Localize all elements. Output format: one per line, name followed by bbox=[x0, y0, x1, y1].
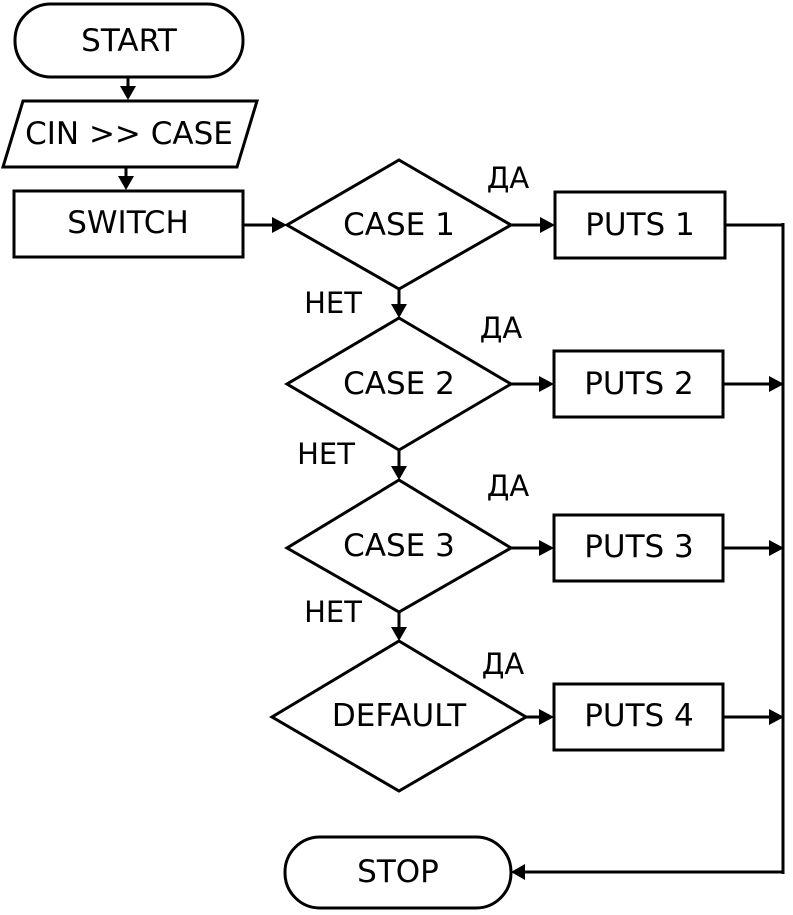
yes-label-case1: ДА bbox=[487, 161, 530, 195]
default-label: DEFAULT bbox=[332, 698, 467, 734]
start-label: START bbox=[81, 23, 178, 59]
arrowhead bbox=[539, 540, 554, 556]
node-switch: SWITCH bbox=[12, 189, 245, 259]
stop-label: STOP bbox=[357, 854, 439, 890]
process-shape bbox=[12, 189, 245, 259]
node-puts3: PUTS 3 bbox=[552, 513, 725, 583]
node-default: DEFAULT bbox=[269, 639, 529, 793]
node-puts1: PUTS 1 bbox=[553, 190, 727, 260]
node-case2: CASE 2 bbox=[284, 316, 514, 452]
arrowhead bbox=[769, 376, 784, 392]
no-label-case2: НЕТ bbox=[297, 437, 355, 471]
arrowhead bbox=[272, 217, 287, 233]
case1-label: CASE 1 bbox=[343, 207, 455, 243]
decision-shape bbox=[283, 158, 515, 291]
terminator-shape bbox=[283, 835, 513, 910]
decision-shape bbox=[269, 639, 529, 793]
arrowhead bbox=[539, 376, 554, 392]
yes-label-default: ДА bbox=[482, 647, 525, 681]
case2-label: CASE 2 bbox=[343, 366, 455, 402]
puts4-label: PUTS 4 bbox=[584, 698, 694, 734]
terminator-shape bbox=[13, 2, 245, 79]
node-stop: STOP bbox=[283, 835, 513, 910]
decision-shape bbox=[284, 478, 514, 614]
process-shape bbox=[553, 190, 727, 260]
arrowhead bbox=[120, 86, 136, 100]
arrowhead bbox=[391, 627, 407, 641]
yes-label-case3: ДА bbox=[487, 469, 530, 503]
connectors bbox=[118, 77, 785, 880]
arrowhead bbox=[769, 709, 784, 725]
input-label: CIN >> CASE bbox=[25, 116, 233, 152]
process-shape bbox=[552, 349, 725, 419]
node-puts4: PUTS 4 bbox=[552, 682, 725, 752]
puts1-label: PUTS 1 bbox=[585, 207, 695, 243]
arrowhead bbox=[511, 864, 525, 880]
arrowhead bbox=[391, 304, 407, 318]
process-shape bbox=[552, 682, 725, 752]
arrowhead bbox=[769, 540, 784, 556]
node-input: CIN >> CASE bbox=[0, 99, 260, 169]
switch-label: SWITCH bbox=[67, 205, 189, 241]
node-case3: CASE 3 bbox=[284, 478, 514, 614]
node-case1: CASE 1 bbox=[283, 158, 515, 291]
puts3-label: PUTS 3 bbox=[584, 529, 694, 565]
yes-label-case2: ДА bbox=[480, 311, 523, 345]
decision-shape bbox=[284, 316, 514, 452]
node-puts2: PUTS 2 bbox=[552, 349, 725, 419]
puts2-label: PUTS 2 bbox=[584, 366, 694, 402]
arrowhead bbox=[539, 709, 554, 725]
arrowhead bbox=[540, 217, 555, 233]
arrowhead bbox=[391, 466, 407, 480]
node-start: START bbox=[13, 2, 245, 79]
no-label-case3: НЕТ bbox=[304, 595, 362, 629]
case3-label: CASE 3 bbox=[343, 528, 455, 564]
edge-labels: ДА ДА ДА ДА НЕТ НЕТ НЕТ bbox=[297, 161, 529, 681]
process-shape bbox=[552, 513, 725, 583]
io-shape bbox=[0, 99, 260, 169]
no-label-case1: НЕТ bbox=[304, 286, 362, 320]
arrowhead bbox=[118, 176, 134, 190]
